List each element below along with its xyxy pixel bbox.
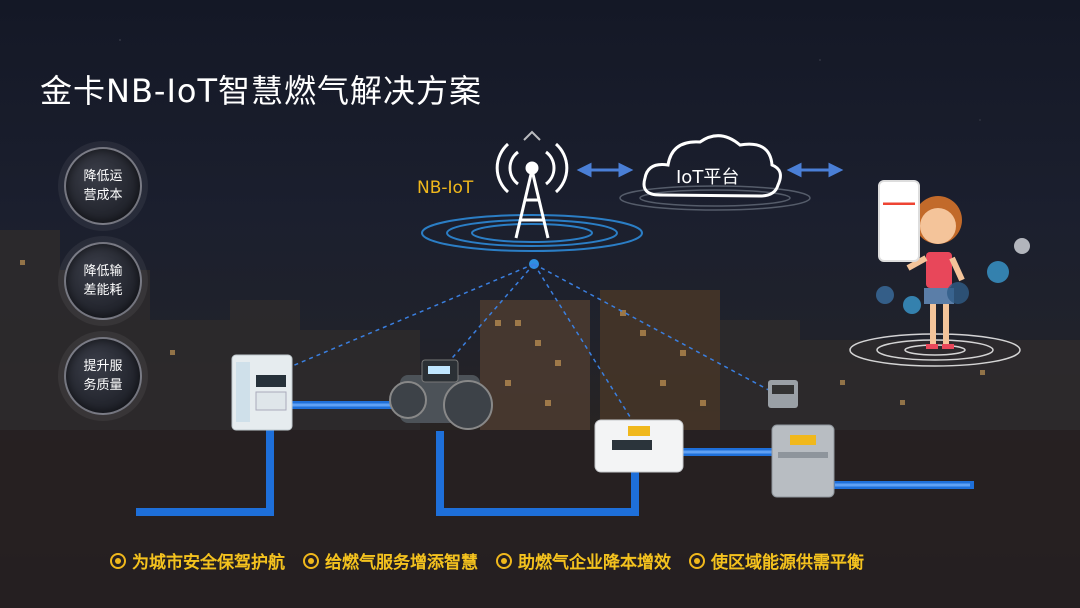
nbiot-label: NB-IoT (417, 178, 474, 198)
dashed-links (277, 263, 779, 421)
slogan-text: 助燃气企业降本增效 (518, 553, 671, 573)
gas-meter-2 (389, 359, 493, 430)
badge-label: 提升服务质量 (83, 359, 123, 393)
badge-label: 降低运营成本 (83, 169, 123, 203)
bullet-icon (110, 552, 126, 569)
slogan-row: 为城市安全保驾护航 给燃气服务增添智慧 助燃气企业降本增效 使区域能源供需平衡 (110, 548, 864, 573)
slogan-text: 给燃气服务增添智慧 (325, 553, 478, 573)
badge-reduce-operating-cost: 降低运营成本 (64, 147, 142, 225)
skyline-buildings (0, 230, 1080, 608)
bullet-icon (689, 552, 705, 569)
slogan-item: 给燃气服务增添智慧 (303, 548, 478, 573)
phone-app-icon (878, 180, 920, 262)
bullet-icon (303, 552, 319, 569)
cloud-icon (619, 134, 811, 211)
page-title: 金卡NB-IoT智慧燃气解决方案 (40, 72, 483, 110)
bullet-icon (496, 552, 512, 569)
slogan-item: 助燃气企业降本增效 (496, 548, 671, 573)
badge-reduce-loss: 降低输差能耗 (64, 242, 142, 320)
badge-improve-service: 提升服务质量 (64, 337, 142, 415)
link-arrows (576, 162, 844, 178)
slogan-item: 为城市安全保驾护航 (110, 548, 285, 573)
slogan-text: 使区域能源供需平衡 (711, 553, 864, 573)
user-avatar (906, 196, 965, 349)
tower-icon (495, 130, 569, 239)
gas-meter-1 (231, 354, 293, 431)
badge-label: 降低输差能耗 (83, 264, 123, 298)
slogan-item: 使区域能源供需平衡 (689, 548, 864, 573)
app-bubbles (876, 238, 1030, 314)
slogan-text: 为城市安全保驾护航 (132, 553, 285, 573)
gas-meter-4 (768, 380, 835, 498)
iot-platform-label: IoT平台 (676, 167, 740, 188)
gas-meter-3 (594, 419, 684, 473)
